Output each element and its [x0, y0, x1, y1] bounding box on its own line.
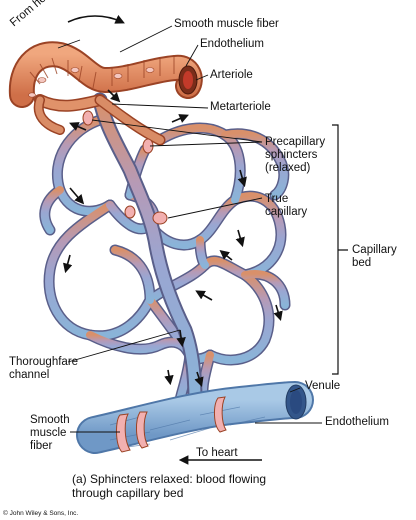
smooth-muscle-fiber-top-label: Smooth muscle fiber: [174, 18, 279, 31]
venule-vessel: [95, 385, 306, 452]
endothelium-top-label: Endothelium: [200, 38, 264, 51]
arteriole-label: Arteriole: [210, 69, 253, 82]
venule-label: Venule: [305, 380, 340, 393]
metarteriole-label: Metarteriole: [210, 101, 271, 114]
endothelium-bottom-label: Endothelium: [325, 416, 389, 429]
capillary-bed-label: Capillary bed: [352, 244, 397, 270]
thoroughfare-channel-label: Thoroughfare channel: [9, 356, 78, 382]
precapillary-sphincters-label: Precapillary sphincters (relaxed): [265, 136, 325, 175]
smooth-muscle-fiber-bottom-label: Smooth muscle fiber: [30, 414, 70, 453]
to-heart-label: To heart: [196, 447, 238, 460]
capillary-bed-bracket: [332, 125, 348, 374]
figure-caption: (a) Sphincters relaxed: blood flowing th…: [72, 472, 266, 500]
true-capillary-label: True capillary: [265, 193, 307, 219]
copyright-notice: © John Wiley & Sons, Inc.: [3, 510, 78, 518]
